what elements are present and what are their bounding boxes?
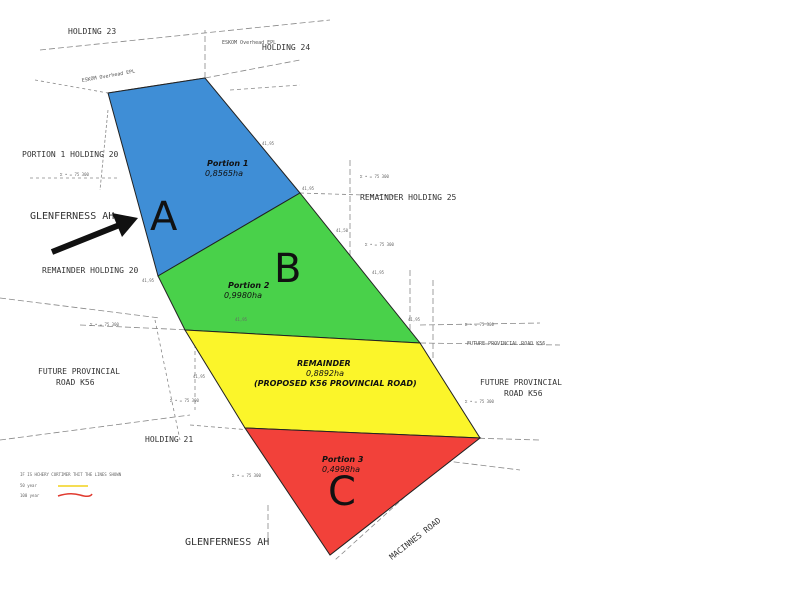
coord-label: Σ • = 75 300 [365,242,394,247]
legend-100-year-line [57,492,93,498]
coord-label: Σ • = 75 300 [170,398,199,403]
plot-title-portion-2: Portion 2 [228,281,270,290]
label-future-road-right-1: FUTURE PROVINCIAL [480,378,562,387]
plot-note-remainder: (PROPOSED K56 PROVINCIAL ROAD) [254,379,417,388]
dimension-label: 41,95 [262,141,275,146]
arrow-right-icon [50,213,138,255]
coord-label: Σ • = 75 300 [90,322,119,327]
legend-100-year-label: 100 year [20,493,40,498]
plot-area-portion-3: 0,4998ha [322,465,360,474]
plot-title-portion-3: Portion 3 [322,455,364,464]
coord-label: Σ • = 75 300 [465,322,494,327]
plot-letter-c: C [328,469,356,515]
plot-area-portion-2: 0,9980ha [224,291,262,300]
coord-label: Σ • = 75 300 [465,399,494,404]
dimension-label: 41,50 [336,228,349,233]
plot-letter-a: A [150,194,178,240]
dimension-label: 41,95 [193,374,206,379]
label-holding-24: HOLDING 24 [262,43,310,52]
legend-header: IF IS HCHERY CORTIMER THIT THE LINES SHO… [20,472,122,477]
label-future-road-left-2: ROAD K56 [56,378,95,387]
label-future-road-right-2: ROAD K56 [504,389,543,398]
label-holding-21: HOLDING 21 [145,435,193,444]
dimension-label: 41,95 [408,317,421,322]
legend-50-year-label: 50 year [20,483,37,488]
label-portion1-holding20: PORTION 1 HOLDING 20 [22,150,119,159]
legend: IF IS HCHERY CORTIMER THIT THE LINES SHO… [20,472,122,498]
label-eskom-top: ESKOM Overhead EPL [222,40,276,46]
label-eskom-left: ESKOM Overhead EPL [81,69,135,84]
plot-title-remainder: REMAINDER [297,359,351,368]
coord-label: Σ • = 75 300 [360,174,389,179]
label-remainder-holding25: REMAINDER HOLDING 25 [360,193,457,202]
dimension-label: 41,95 [235,317,248,322]
label-glenferness-top: GLENFERNESS AH [30,211,114,222]
plot-area-portion-1: 0,8565ha [205,169,243,178]
coord-label: Σ • = 75 300 [232,473,261,478]
plot-portion-3[interactable] [244,427,482,556]
label-remainder-holding20: REMAINDER HOLDING 20 [42,266,139,275]
label-holding-23: HOLDING 23 [68,27,116,36]
plot-title-portion-1: Portion 1 [207,159,248,168]
dimension-label: 41,95 [302,186,315,191]
label-macinnes-road: MACINNES ROAD [388,516,443,562]
label-future-road-line: FUTURE PROVINCIAL ROAD K56 [467,341,545,347]
label-glenferness-bottom: GLENFERNESS AH [185,537,269,548]
plot-letter-b: B [274,246,301,292]
plot-area-remainder: 0,8892ha [306,369,344,378]
coord-label: Σ • = 75 300 [60,172,89,177]
label-future-road-left-1: FUTURE PROVINCIAL [38,367,120,376]
dimension-label: 41,95 [142,278,155,283]
dimension-label: 41,95 [372,270,385,275]
